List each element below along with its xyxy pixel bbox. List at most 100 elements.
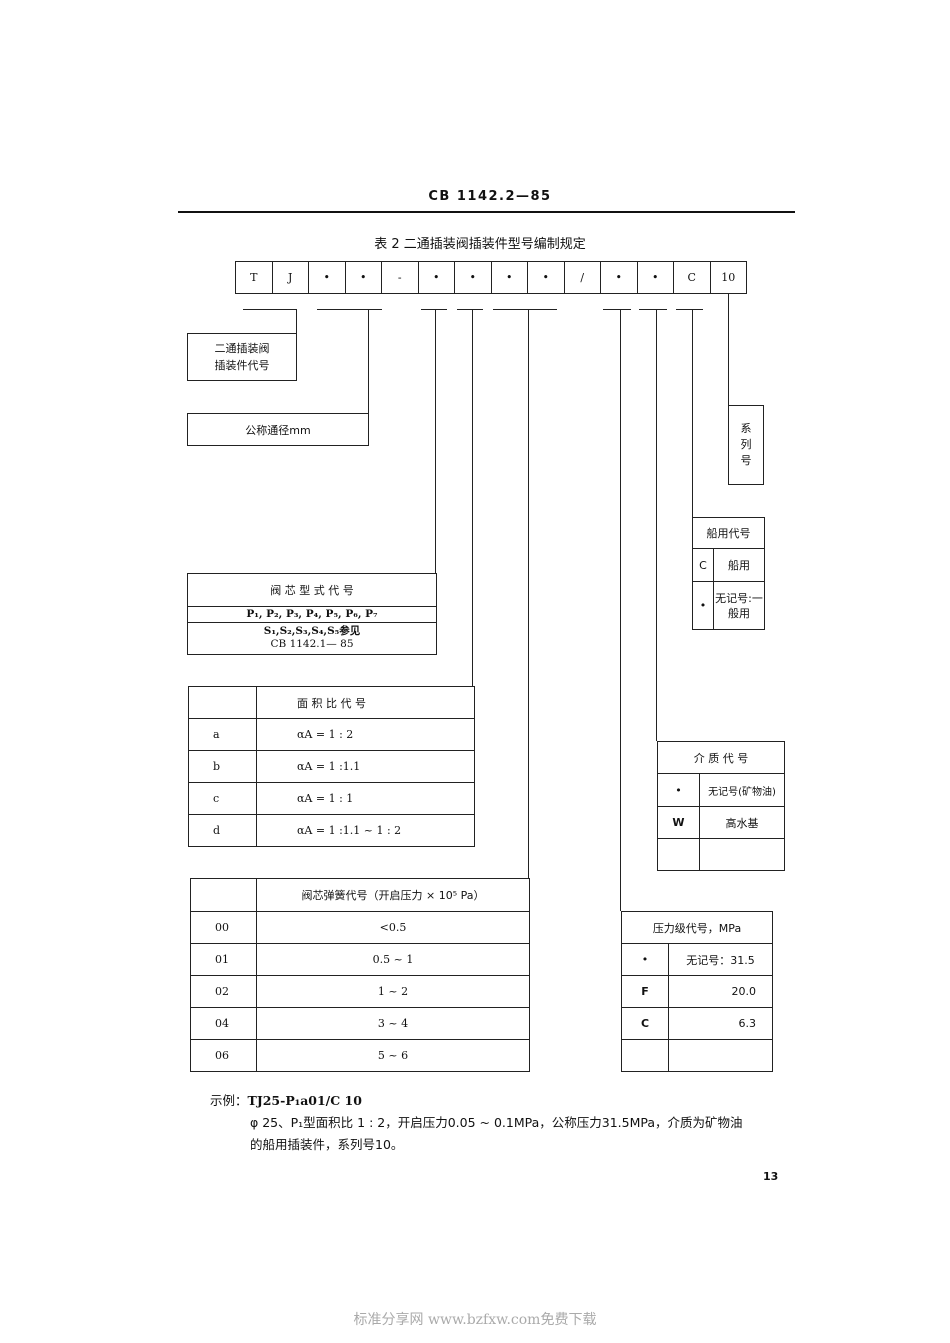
medium-code: •	[657, 773, 700, 807]
code-cell: 10	[710, 261, 747, 294]
series-number-box: 系 列 号	[728, 405, 764, 485]
spool-type-s-row: S₁,S₂,S₃,S₄,S₅参见	[263, 625, 361, 637]
pressure-value: 20.0	[668, 975, 773, 1008]
cartridge-code-box: 二通插装阀 插装件代号	[187, 333, 297, 381]
medium-value: 高水基	[699, 806, 785, 839]
pressure-code	[621, 1039, 669, 1072]
code-cell: T	[236, 261, 273, 294]
connector-line	[728, 293, 729, 405]
cartridge-code-line1: 二通插装阀	[214, 342, 270, 355]
pressure-code: C	[621, 1007, 669, 1040]
example-label: 示例：	[210, 1093, 248, 1108]
code-cell: •	[309, 261, 346, 294]
marine-code: C	[692, 548, 714, 582]
code-cell: •	[528, 261, 565, 294]
spring-value: 0.5 ~ 1	[256, 943, 530, 976]
spool-type-ref: CB 1142.1— 85	[270, 638, 354, 650]
code-cell: •	[491, 261, 528, 294]
code-cell: -	[382, 261, 419, 294]
code-cell: •	[601, 261, 638, 294]
spool-type-title: 阀 芯 型 式 代 号	[188, 574, 436, 607]
pressure-code: •	[621, 943, 669, 976]
connector-line	[435, 309, 436, 573]
nominal-diameter-box: 公称通径mm	[187, 413, 369, 446]
connector-bar	[603, 309, 631, 310]
watermark: 标准分享网 www.bzfxw.com免费下载	[353, 1312, 597, 1328]
marine-code: •	[692, 581, 714, 630]
code-cell: •	[455, 261, 492, 294]
connector-bar	[317, 309, 382, 310]
code-cell: •	[345, 261, 382, 294]
code-cell: •	[418, 261, 455, 294]
connector-line	[692, 309, 693, 517]
connector-bar	[639, 309, 667, 310]
series-char: 系	[740, 422, 752, 435]
connector-line	[472, 309, 473, 686]
area-ratio-value: αA = 1 : 2	[256, 718, 475, 751]
series-char: 列	[740, 438, 752, 451]
area-ratio-title: 面 积 比 代 号	[256, 686, 475, 719]
area-ratio-code: a	[188, 718, 257, 751]
connector-bar	[243, 309, 297, 310]
medium-value: 无记号(矿物油)	[699, 773, 785, 807]
document-header: CB 1142.2—85	[428, 189, 552, 204]
code-cell: J	[272, 261, 309, 294]
connector-bar	[676, 309, 703, 310]
connector-line	[368, 309, 369, 413]
spring-code: 00	[190, 911, 257, 944]
code-cell: •	[637, 261, 674, 294]
spring-value: 5 ~ 6	[256, 1039, 530, 1072]
nominal-diameter-label: 公称通径mm	[245, 423, 311, 437]
medium-code	[657, 838, 700, 871]
connector-line	[296, 309, 297, 333]
spring-value: 1 ~ 2	[256, 975, 530, 1008]
spring-code: 06	[190, 1039, 257, 1072]
connector-line	[528, 309, 529, 878]
connector-line	[620, 309, 621, 911]
code-cell: /	[564, 261, 601, 294]
pressure-value	[668, 1039, 773, 1072]
marine-title: 船用代号	[692, 517, 765, 549]
spring-code: 01	[190, 943, 257, 976]
marine-value: 无记号:一般用	[713, 581, 765, 630]
page-number: 13	[763, 1170, 779, 1183]
spool-type-p-row: P₁, P₂, P₃, P₄, P₅, P₆, P₇	[188, 607, 436, 623]
spring-value: 3 ~ 4	[256, 1007, 530, 1040]
area-ratio-value: αA = 1 :1.1 ~ 1 : 2	[256, 814, 475, 847]
area-ratio-value: αA = 1 :1.1	[256, 750, 475, 783]
connector-line	[656, 309, 657, 741]
spring-value: <0.5	[256, 911, 530, 944]
connector-bar	[457, 309, 483, 310]
area-ratio-corner	[188, 686, 257, 719]
spring-corner	[190, 878, 257, 912]
spring-title: 阀芯弹簧代号（开启压力 × 10⁵ Pa）	[256, 878, 530, 912]
connector-bar	[421, 309, 447, 310]
spring-code: 02	[190, 975, 257, 1008]
model-code-row: T J • • - • • • • / • • C 10	[235, 261, 747, 294]
spool-type-box: 阀 芯 型 式 代 号 P₁, P₂, P₃, P₄, P₅, P₆, P₇ S…	[187, 573, 437, 655]
cartridge-code-line2: 插装件代号	[214, 359, 270, 372]
pressure-code: F	[621, 975, 669, 1008]
area-ratio-code: d	[188, 814, 257, 847]
medium-title: 介 质 代 号	[657, 741, 785, 774]
marine-value: 船用	[713, 548, 765, 582]
example-description-line2: 的船用插装件，系列号10。	[250, 1137, 404, 1152]
pressure-value: 6.3	[668, 1007, 773, 1040]
series-char: 号	[740, 454, 752, 467]
connector-bar	[493, 309, 557, 310]
medium-code: W	[657, 806, 700, 839]
example-description-line1: φ 25、P₁型面积比 1 : 2，开启压力0.05 ~ 0.1MPa，公称压力…	[250, 1115, 743, 1130]
area-ratio-code: c	[188, 782, 257, 815]
pressure-value: 无记号：31.5	[668, 943, 773, 976]
header-rule	[178, 211, 795, 213]
area-ratio-value: αA = 1 : 1	[256, 782, 475, 815]
area-ratio-code: b	[188, 750, 257, 783]
pressure-title: 压力级代号，MPa	[621, 911, 773, 944]
spring-code: 04	[190, 1007, 257, 1040]
example-block: 示例：TJ25-P₁a01/C 10 φ 25、P₁型面积比 1 : 2，开启压…	[210, 1090, 743, 1156]
code-cell: C	[674, 261, 711, 294]
